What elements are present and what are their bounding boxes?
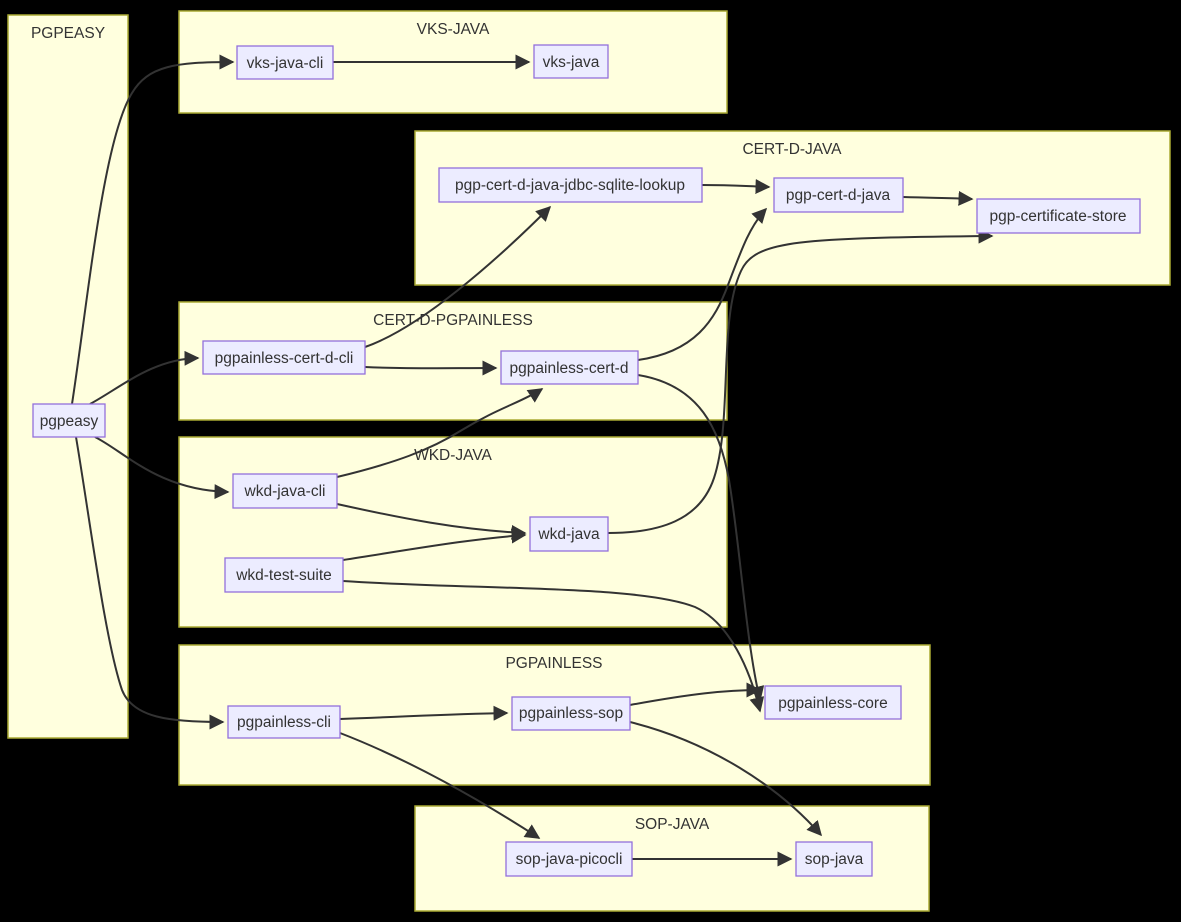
- node-wkd-java-cli-box: [232, 473, 338, 509]
- node-pgpainless-cert-d: pgpainless-cert-d: [500, 350, 639, 385]
- node-vks-java-label: vks-java: [543, 54, 600, 71]
- cluster-wkd-java-group-box: [178, 436, 728, 628]
- node-sop-java-picocli-label: sop-java-picocli: [516, 851, 623, 868]
- cluster-wkd-java-group: WKD-JAVA: [178, 436, 728, 628]
- node-pgpainless-cert-d-box: [500, 350, 639, 385]
- node-pgpainless-cli-box: [227, 705, 341, 739]
- node-sop-java-picocli: sop-java-picocli: [505, 841, 633, 877]
- node-sop-java: sop-java: [795, 841, 873, 877]
- node-pgp-cert-d-java-box: [773, 177, 904, 213]
- node-pgp-cert-d-java-jdbc-sqlite-lookup-box: [438, 167, 703, 203]
- node-vks-java: vks-java: [533, 44, 609, 79]
- node-pgpainless-core-label: pgpainless-core: [778, 695, 887, 712]
- edge-pgp-cert-d-java-to-pgp-certificate-store: [902, 190, 974, 206]
- node-pgp-cert-d-java-label: pgp-cert-d-java: [786, 187, 891, 204]
- node-vks-java-cli: vks-java-cli: [236, 45, 334, 80]
- node-pgpainless-core-box: [764, 685, 902, 720]
- edge-pgpainless-cert-d-to-pgpainless-core: [637, 374, 765, 702]
- edge-pgpainless-cert-d-to-pgp-cert-d-java: [637, 207, 768, 361]
- edge-pgpeasy-to-pgpainless-cli: [75, 436, 225, 730]
- node-wkd-java-box: [529, 516, 609, 552]
- node-pgp-cert-d-java: pgp-cert-d-java: [773, 177, 904, 213]
- node-pgp-certificate-store: pgp-certificate-store: [976, 198, 1141, 234]
- edge-pgpainless-sop-to-sop-java: [629, 721, 822, 837]
- edge-pgpeasy-to-wkd-java-cli: [94, 436, 230, 500]
- node-wkd-java-label: wkd-java: [537, 526, 600, 543]
- node-pgpainless-cert-d-cli-label: pgpainless-cert-d-cli: [215, 350, 354, 367]
- edge-pgpainless-cli-to-sop-java-picocli: [339, 732, 541, 839]
- node-vks-java-cli-box: [236, 45, 334, 80]
- edge-pgpainless-cert-d-cli-to-pgp-cert-d-java-jdbc-sqlite-lookup: [364, 205, 552, 348]
- cluster-cert-d-pgpainless-group-label: CERT-D-PGPAINLESS: [373, 312, 533, 329]
- edge-wkd-java-to-pgp-certificate-store: [607, 228, 994, 534]
- node-pgpainless-cert-d-cli-box: [202, 340, 366, 375]
- node-wkd-java-cli-label: wkd-java-cli: [244, 483, 326, 500]
- edges-layer: [71, 54, 994, 867]
- node-wkd-test-suite: wkd-test-suite: [224, 557, 344, 593]
- node-pgp-certificate-store-label: pgp-certificate-store: [990, 208, 1127, 225]
- node-sop-java-label: sop-java: [805, 851, 864, 868]
- node-sop-java-box: [795, 841, 873, 877]
- cluster-wkd-java-group-label: WKD-JAVA: [414, 447, 492, 464]
- edge-wkd-test-suite-to-pgpainless-core: [342, 580, 765, 713]
- node-pgpeasy-label: pgpeasy: [40, 413, 99, 430]
- node-pgpainless-cli-label: pgpainless-cli: [237, 714, 331, 731]
- cluster-pgpainless-group-label: PGPAINLESS: [505, 655, 602, 672]
- cluster-cert-d-java-group-label: CERT-D-JAVA: [742, 141, 842, 158]
- edge-pgpainless-cli-to-pgpainless-sop: [339, 705, 509, 721]
- edge-pgpeasy-to-vks-java-cli: [71, 54, 235, 405]
- node-pgp-certificate-store-box: [976, 198, 1141, 234]
- cluster-pgpeasy-group-box: [7, 14, 129, 739]
- node-pgpainless-sop-box: [511, 696, 631, 731]
- edge-pgpainless-cert-d-cli-to-pgpainless-cert-d: [364, 360, 498, 376]
- edge-wkd-test-suite-to-wkd-java: [342, 528, 527, 561]
- node-wkd-java-cli: wkd-java-cli: [232, 473, 338, 509]
- node-wkd-test-suite-label: wkd-test-suite: [235, 567, 332, 584]
- cluster-sop-java-group-label: SOP-JAVA: [635, 816, 710, 833]
- node-pgpainless-cert-d-label: pgpainless-cert-d: [510, 360, 629, 377]
- node-pgpainless-sop-label: pgpainless-sop: [519, 705, 623, 722]
- edge-pgpeasy-to-pgpainless-cert-d-cli: [89, 350, 200, 405]
- edge-wkd-java-cli-to-pgpainless-cert-d: [336, 388, 544, 478]
- cluster-pgpeasy-group: PGPEASY: [7, 14, 129, 739]
- node-vks-java-box: [533, 44, 609, 79]
- edge-wkd-java-cli-to-wkd-java: [336, 503, 527, 540]
- nodes-layer: pgpeasy vks-java-cli vks-java pgp-cert-d…: [32, 44, 1141, 877]
- cluster-vks-java-group-label: VKS-JAVA: [417, 21, 490, 38]
- edge-pgpainless-sop-to-pgpainless-core: [629, 682, 762, 706]
- node-pgpeasy-box: [32, 403, 106, 438]
- cluster-pgpeasy-group-label: PGPEASY: [31, 25, 105, 42]
- node-wkd-java: wkd-java: [529, 516, 609, 552]
- clusters-layer: PGPEASY VKS-JAVA CERT-D-JAVA CERT-D-PGPA…: [7, 10, 1171, 912]
- node-pgpainless-core: pgpainless-core: [764, 685, 902, 720]
- node-wkd-test-suite-box: [224, 557, 344, 593]
- node-pgp-cert-d-java-jdbc-sqlite-lookup-label: pgp-cert-d-java-jdbc-sqlite-lookup: [455, 177, 685, 194]
- node-pgpeasy: pgpeasy: [32, 403, 106, 438]
- node-pgpainless-cert-d-cli: pgpainless-cert-d-cli: [202, 340, 366, 375]
- node-sop-java-picocli-box: [505, 841, 633, 877]
- node-pgpainless-cli: pgpainless-cli: [227, 705, 341, 739]
- edge-pgp-cert-d-java-jdbc-sqlite-lookup-to-pgp-cert-d-java: [701, 179, 771, 194]
- node-pgp-cert-d-java-jdbc-sqlite-lookup: pgp-cert-d-java-jdbc-sqlite-lookup: [438, 167, 703, 203]
- node-pgpainless-sop: pgpainless-sop: [511, 696, 631, 731]
- node-vks-java-cli-label: vks-java-cli: [247, 55, 324, 72]
